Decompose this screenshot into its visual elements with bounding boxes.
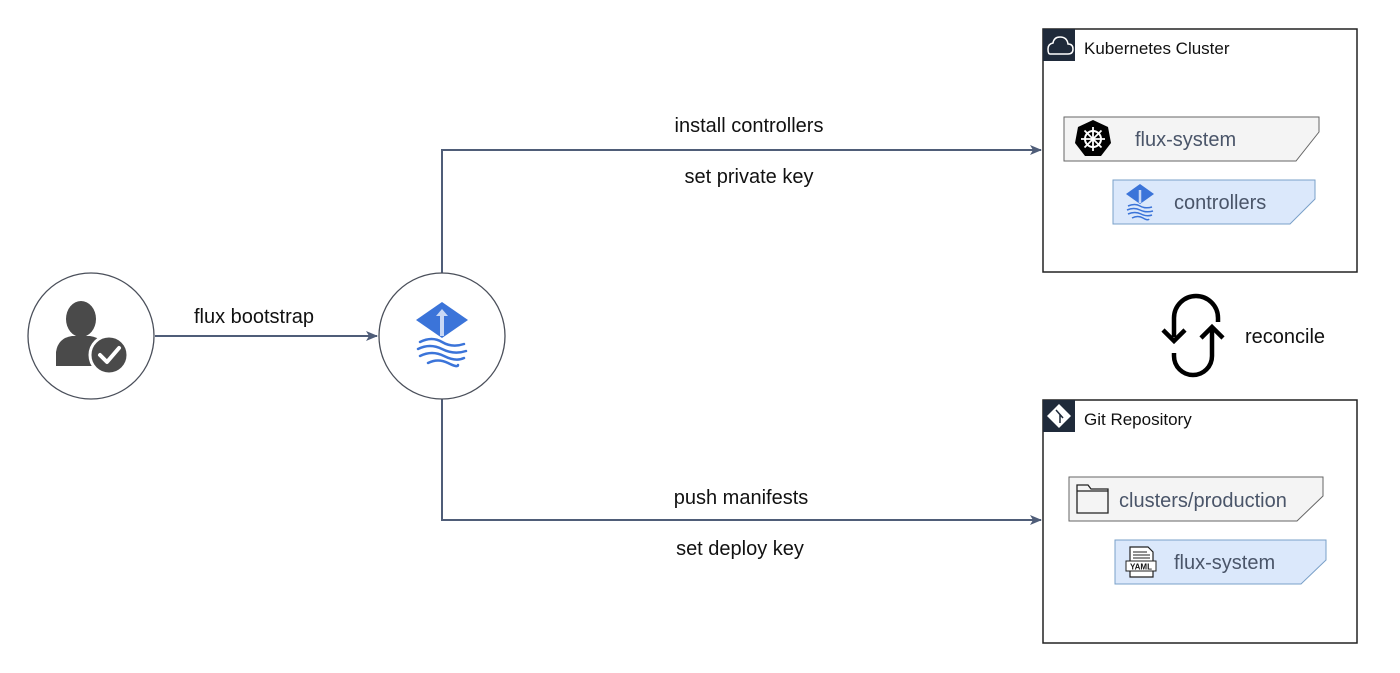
controllers-item: controllers [1112, 179, 1316, 225]
flux-logo-icon [1126, 184, 1154, 221]
push-manifests-label: push manifests [674, 487, 809, 509]
user-node [27, 272, 155, 400]
manifest-item: YAML flux-system [1114, 539, 1327, 585]
sync-arrows-icon [1161, 293, 1225, 378]
git-repository-box: Git Repository clusters/production YAML … [1042, 399, 1358, 644]
manifest-label: flux-system [1174, 552, 1275, 574]
repo-title: Git Repository [1084, 410, 1192, 429]
kubernetes-helm-icon [1075, 120, 1111, 156]
controllers-label: controllers [1174, 192, 1266, 214]
reconcile-label: reconcile [1245, 326, 1325, 348]
folder-label: clusters/production [1119, 490, 1287, 512]
namespace-flux-system: flux-system [1063, 116, 1320, 162]
push-edge [441, 399, 1042, 525]
flux-logo-icon [416, 302, 468, 368]
cloud-icon [1047, 36, 1074, 55]
bootstrap-label: flux bootstrap [194, 306, 314, 328]
svg-text:YAML: YAML [1130, 563, 1152, 572]
set-private-key-label: set private key [685, 166, 814, 188]
kubernetes-cluster-box: Kubernetes Cluster flux-system [1042, 28, 1358, 273]
install-edge [441, 145, 1042, 273]
cluster-title: Kubernetes Cluster [1084, 39, 1230, 58]
set-deploy-key-label: set deploy key [676, 538, 804, 560]
yaml-file-icon: YAML [1125, 546, 1157, 578]
user-check-icon [56, 301, 130, 376]
folder-item: clusters/production [1068, 476, 1324, 522]
flux-node [378, 272, 506, 400]
namespace-label: flux-system [1135, 129, 1236, 151]
git-icon [1047, 404, 1071, 428]
install-controllers-label: install controllers [675, 115, 824, 137]
folder-icon [1076, 484, 1109, 514]
